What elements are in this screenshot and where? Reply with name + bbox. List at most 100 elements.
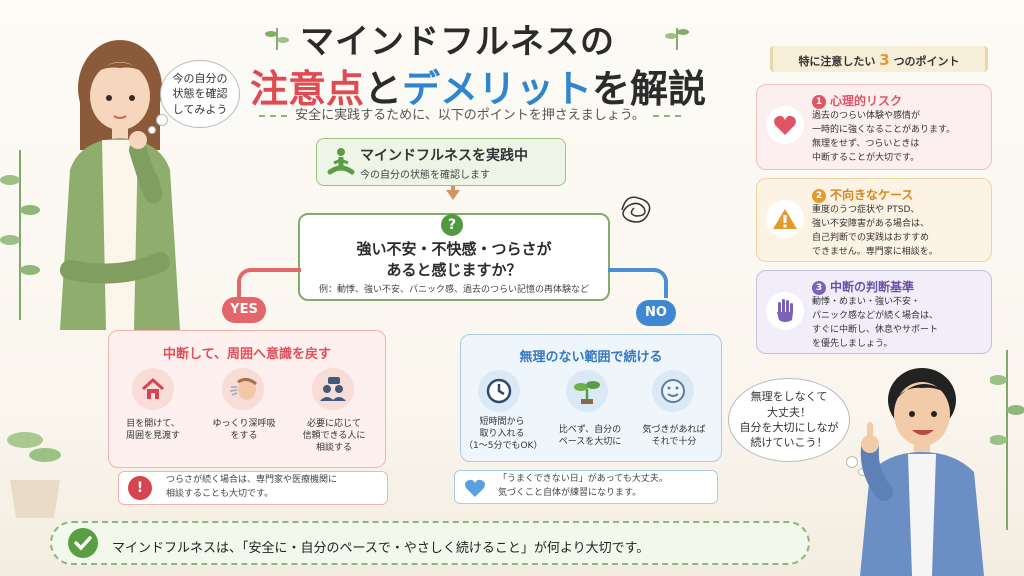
point-card-3-body: 動悸・めまい・強い不安・ パニック感などが続く場合は、 すぐに中断し、休息やサポ… — [812, 296, 938, 352]
point-card-2-line4: できません。専門家に相談を。 — [812, 246, 938, 257]
no-note-line2: 気づくこと自体が練習になります。 — [498, 487, 642, 498]
title-leaf-left — [262, 22, 292, 56]
heart-blue-icon — [464, 478, 486, 502]
point-card-2-line2: 強い不安障害がある場合は、 — [812, 218, 930, 229]
scribble-icon — [614, 190, 658, 234]
question-line2: あると感じますか？ — [386, 261, 522, 279]
man-bubble-line3: 自分を大切にしなが — [739, 421, 839, 434]
no-item-2: 比べず、自分の ペースを大切に — [552, 424, 628, 448]
no-note-line1: 「うまくできない日」があっても大丈夫。 — [498, 474, 668, 484]
man-illustration — [840, 362, 990, 576]
flow-arrow-down-icon — [446, 190, 460, 200]
bottom-banner — [50, 521, 810, 565]
point-card-2-body: 重度のうつ症状や PTSD、 強い不安障害がある場合は、 自己判断での実践はおす… — [812, 204, 938, 260]
yes-note — [118, 471, 388, 505]
question-icon: ? — [441, 214, 463, 236]
check-icon — [68, 528, 98, 558]
man-thought-bubble: 無理をしなくて 大丈夫！ 自分を大切にしなが 続けていこう！ — [728, 378, 850, 462]
point-card-1-line2: 一時的に強くなることがあります。 — [812, 124, 956, 135]
no-item-3-line2: それで十分 — [651, 437, 697, 448]
smile-icon — [652, 370, 694, 412]
point-card-1-line1: 過去のつらい体験や感情が — [812, 111, 921, 121]
points-header-ribbon — [770, 46, 988, 72]
point-card-1-title: 1 心理的リスク — [812, 92, 902, 109]
right-plant — [989, 330, 1024, 530]
practice-subtitle: 今の自分の状態を確認します — [360, 170, 490, 181]
no-item-1-line3: （1〜5分でもOK） — [464, 441, 543, 452]
yes-badge: YES — [222, 297, 266, 323]
point-card-3-line4: を優先しましょう。 — [812, 338, 893, 349]
woman-bubble-dot-small — [148, 126, 156, 134]
woman-bubble-line2: 状態を確認 — [172, 87, 228, 101]
woman-thought-bubble: 今の自分の 状態を確認 してみよう — [160, 60, 240, 128]
no-item-1: 短時間から 取り入れる （1〜5分でもOK） — [464, 416, 543, 452]
no-item-2-line1: 比べず、自分の — [558, 425, 622, 435]
yes-note-line2: 相談することも大切です。 — [166, 488, 274, 499]
yes-item-1-line1: 目を開けて、 — [126, 419, 180, 429]
yes-item-2-line1: ゆっくり深呼吸 — [212, 419, 276, 429]
yes-item-1: 目を開けて、 周囲を見渡す — [118, 418, 188, 442]
man-bubble-line4: 続けていこう！ — [750, 436, 828, 450]
woman-bubble-dot-large — [156, 114, 168, 126]
man-bubble-dot-large — [846, 456, 858, 468]
breathing-icon — [222, 368, 264, 410]
home-icon — [132, 368, 174, 410]
page-title-line1: マインドフルネスの — [300, 22, 615, 62]
left-plant — [0, 120, 40, 320]
no-panel-title: 無理のない範囲で続ける — [519, 350, 663, 365]
no-item-3: 気づきがあれば それで十分 — [636, 424, 712, 448]
points-header-after: つのポイント — [893, 55, 960, 68]
no-item-1-line2: 取り入れる — [479, 429, 525, 440]
point-card-1-title-text: 心理的リスク — [830, 94, 903, 108]
title-leaf-right — [662, 22, 692, 56]
point-card-3-num: 3 — [812, 281, 826, 295]
point-card-1-body: 過去のつらい体験や感情が 一時的に強くなることがあります。 無理をせず、つらいと… — [812, 110, 955, 166]
stop-hand-icon — [766, 292, 804, 330]
point-card-3-line3: すぐに中断し、休息やサポート — [812, 324, 939, 335]
warning-icon — [766, 200, 804, 238]
yes-panel-title: 中断して、周囲へ意識を戻す — [163, 347, 331, 362]
clock-icon — [478, 370, 520, 412]
point-card-1-line3: 無理をせず、つらいときは — [812, 138, 920, 149]
yes-item-3: 必要に応じて 信頼できる人に 相談する — [296, 418, 372, 454]
points-header-before: 特に注意したい — [798, 55, 876, 68]
question-example: 例：動悸、強い不安、パニック感、過去のつらい記憶の再体験など — [318, 285, 589, 295]
yes-item-1-line2: 周囲を見渡す — [125, 431, 180, 442]
meditation-icon — [326, 146, 356, 180]
point-card-1-line4: 中断することが大切です。 — [812, 152, 920, 163]
points-header: 特に注意したい 3 つのポイント — [770, 51, 988, 69]
no-note — [454, 470, 718, 504]
no-item-3-line1: 気づきがあれば — [642, 425, 706, 435]
woman-illustration — [40, 30, 190, 330]
man-bubble-line1: 無理をしなくて — [750, 390, 828, 404]
page-subtitle: 安全に実践するために、以下のポイントを押さえましょう。 — [250, 104, 690, 123]
yes-item-3-line1: 必要に応じて — [306, 419, 361, 429]
woman-bubble-line1: 今の自分の — [172, 71, 228, 85]
no-branch-line — [608, 268, 668, 298]
point-card-2-line1: 重度のうつ症状や PTSD、 — [812, 205, 920, 215]
yes-item-2: ゆっくり深呼吸 をする — [206, 418, 282, 442]
points-header-num: 3 — [879, 51, 890, 69]
practice-box — [316, 138, 566, 186]
no-item-1-line1: 短時間から — [479, 417, 525, 427]
left-pot — [0, 420, 70, 520]
yes-item-3-line3: 相談する — [315, 443, 352, 454]
no-badge: NO — [636, 300, 676, 326]
alert-icon: ! — [128, 476, 152, 500]
question-line1: 強い不安・不快感・つらさが — [356, 240, 552, 258]
flow-arrow-stem — [451, 186, 455, 192]
no-item-2-line2: ペースを大切に — [558, 437, 622, 448]
yes-item-3-line2: 信頼できる人に — [302, 431, 366, 442]
yes-item-2-line2: をする — [230, 431, 258, 442]
man-bubble-line2: 大丈夫！ — [767, 405, 811, 419]
point-card-2-line3: 自己判断での実践はおすすめ — [812, 232, 930, 243]
bottom-banner-text: マインドフルネスは、「安全に・自分のペースで・やさしく続けること」が何より大切で… — [112, 541, 650, 556]
woman-bubble-line3: してみよう — [172, 102, 228, 116]
sprout-icon — [566, 370, 608, 412]
no-note-text: 「うまくできない日」があっても大丈夫。 気づくこと自体が練習になります。 — [498, 473, 668, 500]
yes-note-text: つらさが続く場合は、専門家や医療機関に 相談することも大切です。 — [166, 474, 337, 501]
point-card-2-num: 2 — [812, 189, 826, 203]
point-card-1-num: 1 — [812, 95, 826, 109]
